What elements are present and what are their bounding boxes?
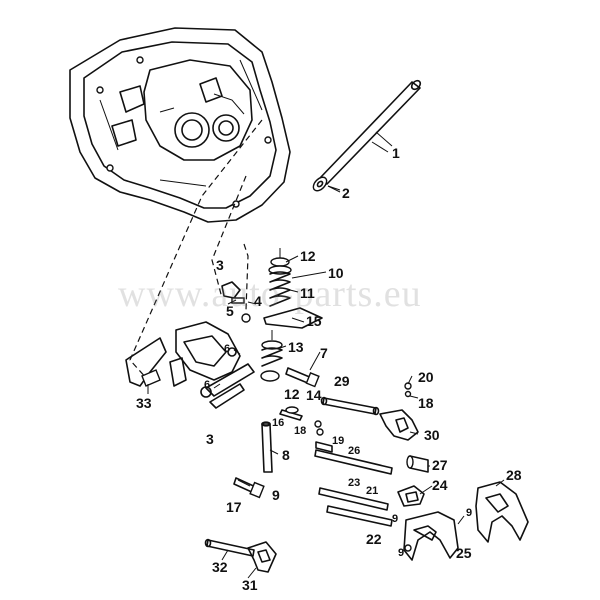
callout-13: 13 bbox=[288, 339, 304, 355]
callout-29: 29 bbox=[334, 373, 350, 389]
callout-33: 33 bbox=[136, 395, 152, 411]
callout-6-lower: 6 bbox=[204, 379, 211, 391]
spring-stack bbox=[260, 248, 323, 382]
fork-part-28 bbox=[475, 481, 529, 543]
callout-18-upper: 18 bbox=[418, 395, 434, 411]
callout-4: 4 bbox=[254, 293, 262, 309]
rod-part-8 bbox=[261, 409, 303, 473]
rods-parts-21-23 bbox=[318, 487, 393, 527]
clips-parts-3-4-5 bbox=[221, 281, 251, 323]
bolt-part-7 bbox=[285, 367, 320, 414]
callout-15: 15 bbox=[306, 313, 322, 329]
bolt-part-17 bbox=[233, 477, 265, 499]
callout-5: 5 bbox=[226, 303, 234, 319]
callout-24: 24 bbox=[432, 477, 448, 493]
callout-21: 21 bbox=[366, 485, 379, 497]
sleeve-part-27 bbox=[406, 455, 429, 473]
callout-26: 26 bbox=[348, 445, 361, 457]
callout-28: 28 bbox=[506, 467, 522, 483]
fork-part-30 bbox=[379, 409, 419, 441]
callout-19: 19 bbox=[332, 435, 345, 447]
callout-9-right: 9 bbox=[466, 507, 473, 519]
callout-23: 23 bbox=[348, 477, 361, 489]
callout-7: 7 bbox=[320, 345, 328, 361]
callout-32: 32 bbox=[212, 559, 228, 575]
selector-shaft-part-1 bbox=[312, 79, 422, 193]
callout-18-lower: 18 bbox=[294, 425, 307, 437]
fork-part-24 bbox=[397, 485, 425, 507]
callout-31: 31 bbox=[242, 577, 258, 593]
rod-part-26 bbox=[314, 420, 393, 475]
leader-lines bbox=[147, 141, 505, 579]
callout-1: 1 bbox=[392, 145, 400, 161]
callout-9-fork: 9 bbox=[398, 547, 405, 559]
callout-30: 30 bbox=[424, 427, 440, 443]
callout-6-upper: 6 bbox=[224, 343, 231, 355]
callout-17: 17 bbox=[226, 499, 242, 515]
callout-8: 8 bbox=[282, 447, 290, 463]
callout-25: 25 bbox=[456, 545, 472, 561]
callout-3-top: 3 bbox=[216, 257, 224, 273]
callout-16: 16 bbox=[272, 417, 285, 429]
assembly-guide-lines bbox=[129, 119, 263, 381]
callout-3-lower: 3 bbox=[206, 431, 214, 447]
forks-parts-22-25 bbox=[403, 511, 459, 561]
callout-9-rod: 9 bbox=[392, 513, 399, 525]
callout-14: 14 bbox=[306, 387, 322, 403]
callout-22: 22 bbox=[366, 531, 382, 547]
callout-12-lower: 12 bbox=[284, 386, 300, 402]
callout-27: 27 bbox=[432, 457, 448, 473]
selector-lever-assembly bbox=[169, 321, 255, 409]
callout-10: 10 bbox=[328, 265, 344, 281]
callout-12-top: 12 bbox=[300, 248, 316, 264]
callout-20: 20 bbox=[418, 369, 434, 385]
bracket-part-33 bbox=[125, 337, 167, 387]
callout-2: 2 bbox=[342, 185, 350, 201]
lever-parts-31-32 bbox=[204, 538, 277, 573]
callout-9-bolt: 9 bbox=[272, 487, 280, 503]
callout-11: 11 bbox=[300, 285, 315, 301]
gearbox-housing bbox=[69, 27, 291, 223]
